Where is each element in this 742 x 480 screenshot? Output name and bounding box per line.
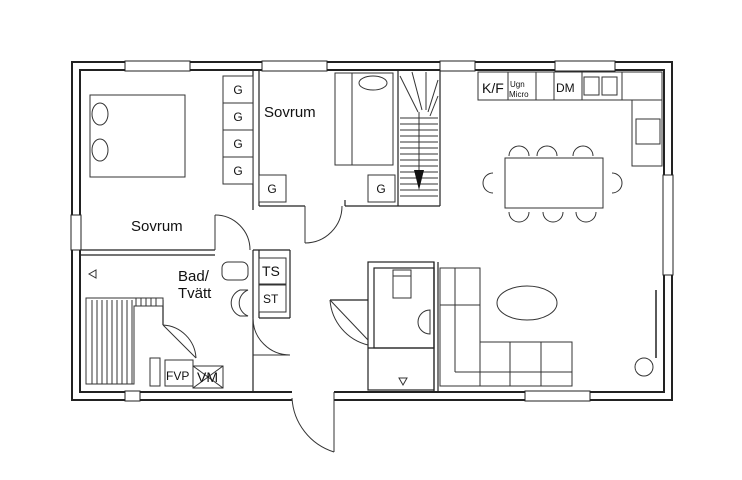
stair-winder	[427, 79, 439, 113]
wardrobes-left: G G G G	[222, 75, 254, 185]
micro-label: Micro	[509, 90, 529, 99]
wardrobe-label: G	[233, 110, 242, 124]
room-label-bedroom-top: Sovrum	[264, 104, 316, 121]
corner-sofa	[439, 267, 573, 387]
double-bed	[89, 94, 186, 178]
wardrobe-label: G	[233, 83, 242, 97]
wardrobe-label: G	[233, 164, 242, 178]
dining-table	[482, 145, 623, 223]
ts-label: TS	[262, 263, 280, 279]
coffee-table	[496, 285, 558, 321]
doors	[162, 205, 369, 453]
wardrobe-label: G	[376, 182, 385, 196]
room-label-bath-1: Bad/	[178, 268, 210, 285]
bath-fixtures: TS ST FVP VM	[87, 257, 287, 389]
stove	[635, 118, 661, 145]
vm-label: VM	[197, 369, 218, 385]
kf-label: K/F	[482, 80, 504, 96]
fvp-label: FVP	[166, 369, 189, 383]
sauna-bench-outline	[85, 297, 164, 385]
wardrobe-label: G	[267, 182, 276, 196]
room-label-bath-2: Tvätt	[178, 285, 212, 302]
single-bed	[334, 72, 394, 166]
kitchen: K/F Ugn Micro DM	[477, 71, 663, 167]
heat-pump	[164, 359, 194, 387]
dm-label: DM	[556, 81, 575, 95]
wc-fixtures	[392, 269, 431, 387]
wardrobe-label: G	[233, 137, 242, 151]
wardrobes-top-bedroom: G G	[258, 174, 396, 203]
stair-arrow-icon	[414, 170, 424, 190]
stair-winder	[399, 75, 419, 113]
staircase	[399, 71, 439, 197]
sauna-bench	[85, 297, 164, 385]
dishwasher	[553, 71, 583, 101]
ugn-label: Ugn	[510, 80, 525, 89]
st-label: ST	[263, 292, 279, 306]
stair-winder	[411, 71, 423, 111]
room-label-bedroom-left: Sovrum	[131, 218, 183, 235]
stair-winder	[429, 95, 439, 117]
fridge-freezer	[477, 71, 509, 101]
windows	[70, 60, 674, 402]
plant	[634, 357, 654, 377]
